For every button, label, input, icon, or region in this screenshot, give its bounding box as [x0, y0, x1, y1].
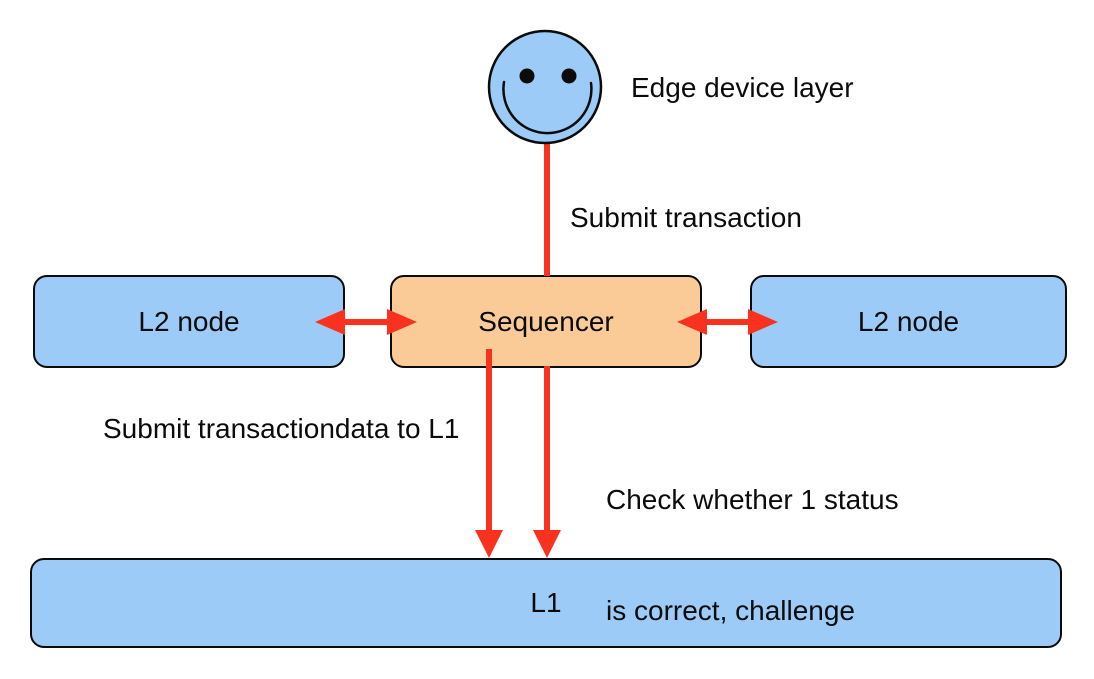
node-l1: L1 — [30, 558, 1062, 648]
edge-device-layer-label: Edge device layer — [631, 72, 854, 103]
node-l2-left: L2 node — [33, 275, 345, 368]
smiley-face-icon — [487, 29, 603, 145]
node-l2-right-label: L2 node — [857, 305, 960, 337]
node-l2-right: L2 node — [750, 275, 1067, 368]
check-status-line-1: Check whether 1 status — [606, 484, 899, 515]
node-sequencer: Sequencer — [390, 275, 702, 368]
check-status-line-2: is correct, challenge — [606, 595, 856, 626]
arrow-check-status — [533, 366, 561, 558]
check-status-label: Check whether 1 status is correct, chall… — [606, 407, 899, 679]
node-l1-label: L1 — [530, 587, 562, 618]
submit-data-to-l1-label: Submit transactiondata to L1 — [103, 413, 460, 444]
arrow-submit-data-to-l1 — [475, 349, 503, 558]
node-sequencer-label: Sequencer — [478, 305, 614, 337]
node-l2-left-label: L2 node — [138, 305, 240, 337]
submit-transaction-label: Submit transaction — [570, 202, 802, 233]
